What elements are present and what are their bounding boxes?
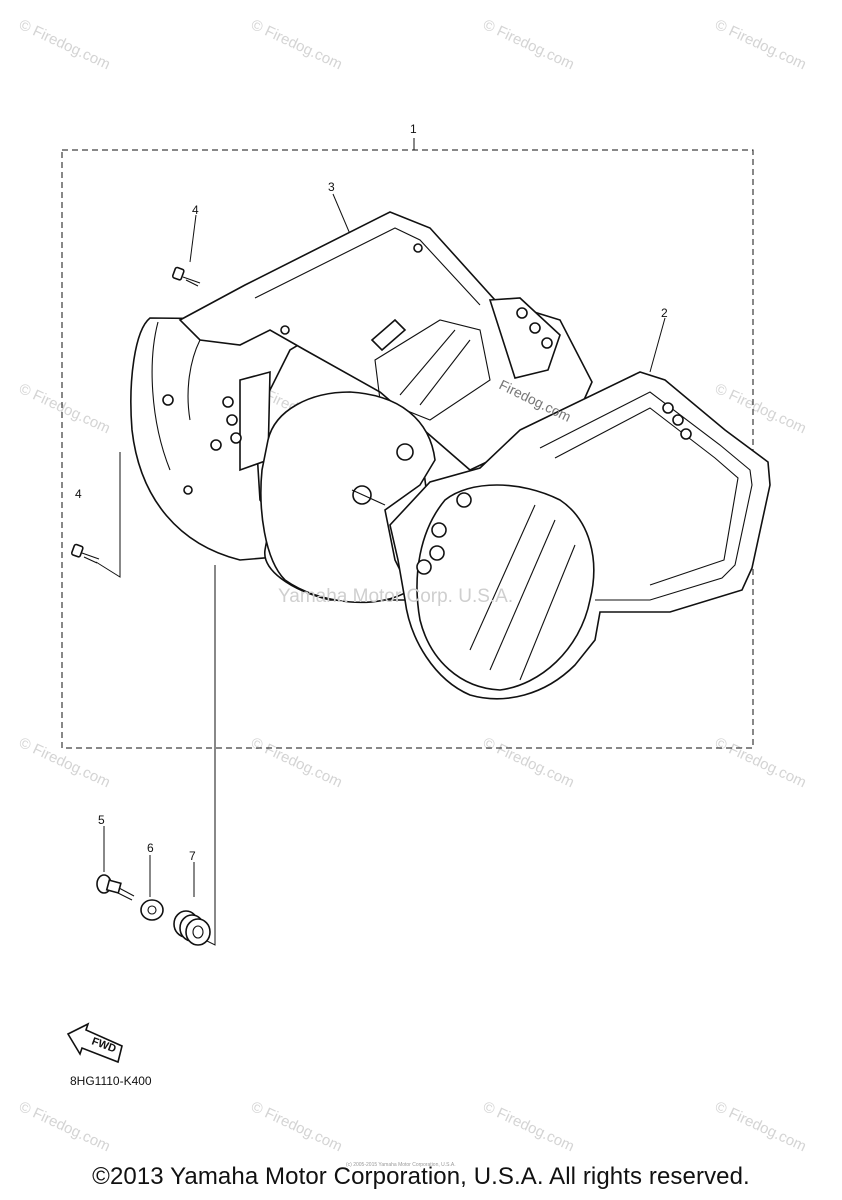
watermark: © Firedog.com [712, 16, 809, 73]
leader-lines [95, 138, 666, 946]
rear-cover-part-3 [130, 211, 593, 561]
callout-4-upper: 4 [192, 203, 199, 217]
part-code: 8HG1110-K400 [70, 1074, 152, 1088]
assembly-boundary [61, 149, 754, 749]
watermark: © Firedog.com [712, 380, 809, 437]
grommet-part-7 [173, 910, 211, 946]
callout-2: 2 [661, 306, 668, 320]
screw-part-4-lower [70, 543, 100, 564]
washer-part-6 [140, 899, 164, 921]
fwd-arrow-icon: FWD [66, 1022, 123, 1064]
callout-5: 5 [98, 813, 105, 827]
screw-part-4-upper [171, 266, 201, 287]
callout-3: 3 [328, 180, 335, 194]
callout-1: 1 [410, 122, 417, 136]
watermark: © Firedog.com [480, 734, 577, 791]
watermark: © Firedog.com [480, 16, 577, 73]
copyright-notice: ©2013 Yamaha Motor Corporation, U.S.A. A… [92, 1163, 750, 1190]
watermark: © Firedog.com [16, 1098, 113, 1155]
callout-4-lower: 4 [75, 487, 82, 501]
center-watermark: Yamaha Motor Corp. U.S.A. [278, 586, 513, 607]
watermark: © Firedog.com [248, 16, 345, 73]
watermark: © Firedog.com [712, 734, 809, 791]
watermark: © Firedog.com [16, 380, 113, 437]
screw-part-5 [96, 874, 135, 901]
watermark: © Firedog.com [16, 16, 113, 73]
watermark: © Firedog.com [480, 1098, 577, 1155]
watermark: © Firedog.com [16, 734, 113, 791]
callout-6: 6 [147, 841, 154, 855]
watermark: © Firedog.com [248, 734, 345, 791]
small-copyright: (c) 2005-2015 Yamaha Motor Corporation, … [346, 1162, 456, 1168]
watermark: © Firedog.com [248, 1098, 345, 1155]
watermark: © Firedog.com [712, 1098, 809, 1155]
callout-7: 7 [189, 849, 196, 863]
